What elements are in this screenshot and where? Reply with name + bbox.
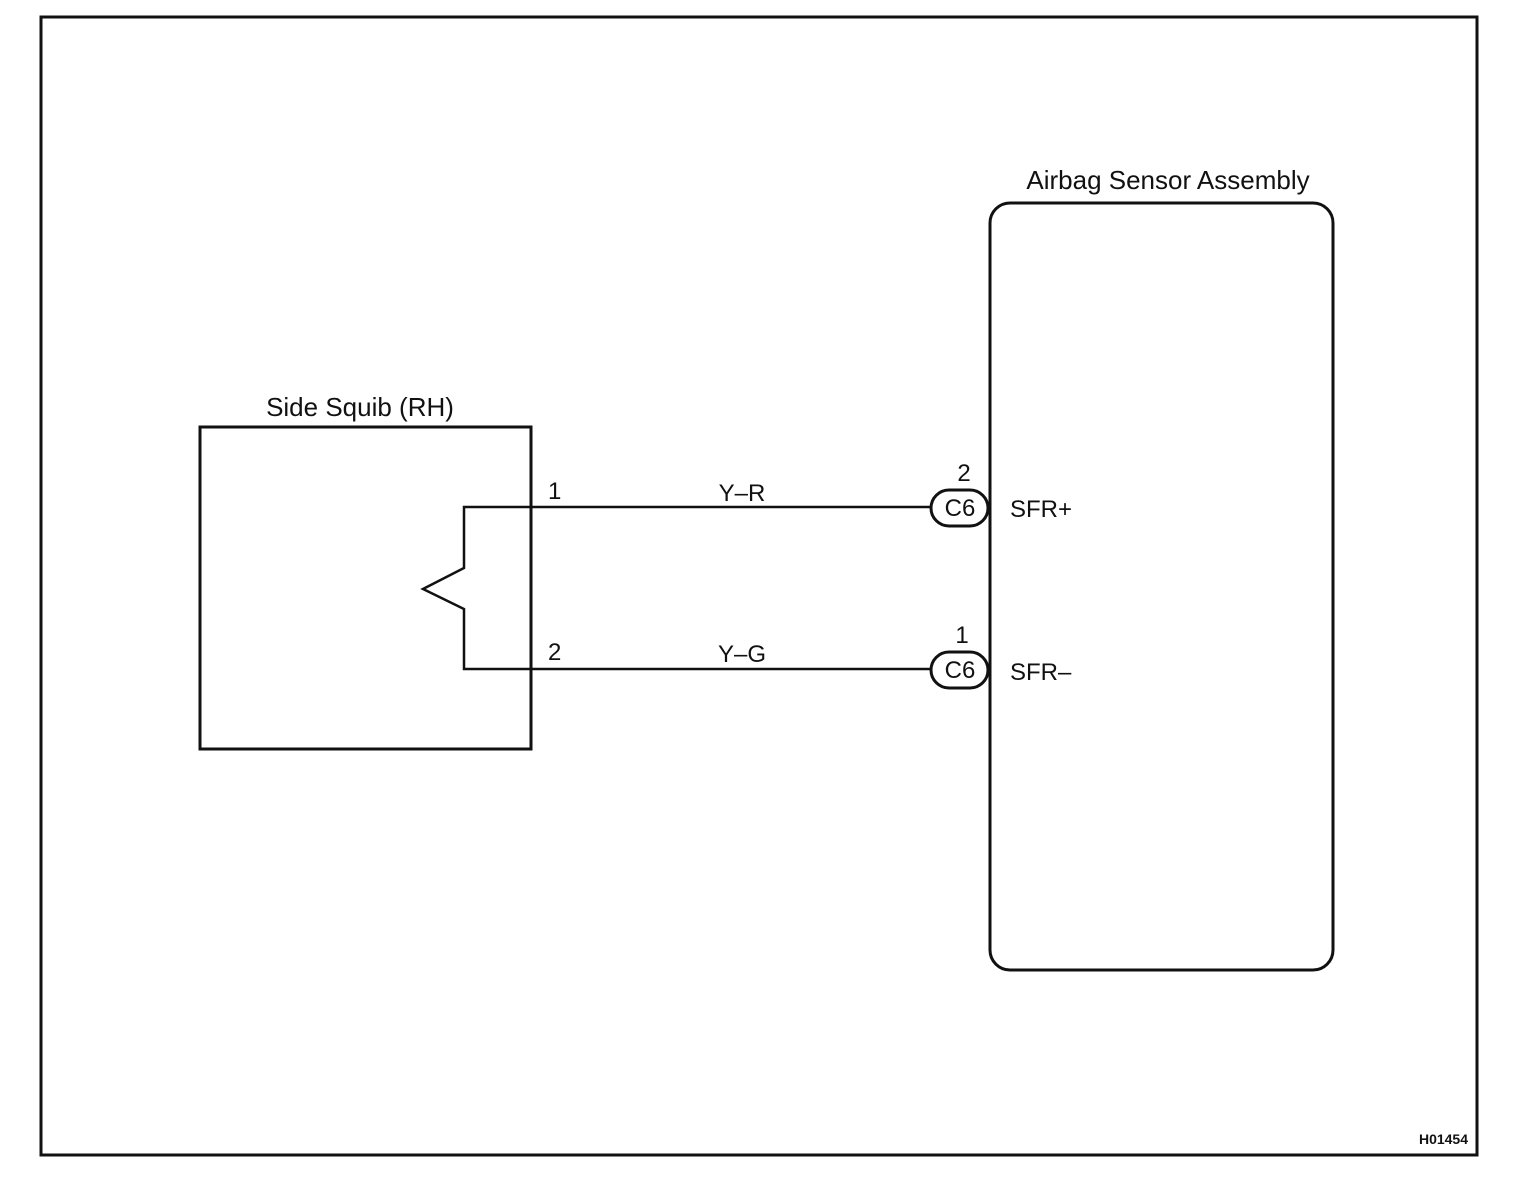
terminal-label-sfr-plus: SFR+ [1010,496,1072,523]
side-squib-box [198,425,533,751]
wire-color-code: Y–G [718,641,766,668]
wire-y-g: 2 Y–G 1 C6 SFR– [531,622,1072,690]
wire-y-r: 1 Y–R 2 C6 SFR+ [531,460,1072,528]
terminal-label-sfr-minus: SFR– [1010,659,1072,686]
connector-pin-number: 1 [955,622,968,649]
connector-c6-badge [929,488,990,528]
airbag-sensor-box [988,201,1335,972]
connector-pin-number: 2 [957,460,970,487]
squib-pin-number: 2 [548,639,561,666]
connector-label: C6 [945,657,976,684]
airbag-sensor-label: Airbag Sensor Assembly [1026,165,1309,195]
figure-code: H01454 [1419,1131,1468,1147]
connector-label: C6 [945,495,976,522]
side-squib-label: Side Squib (RH) [266,392,454,422]
outer-frame [39,15,1479,1157]
connector-c6-badge [929,650,990,690]
squib-pin-number: 1 [548,478,561,505]
wire-color-code: Y–R [719,480,766,507]
squib-element-symbol [420,505,531,671]
